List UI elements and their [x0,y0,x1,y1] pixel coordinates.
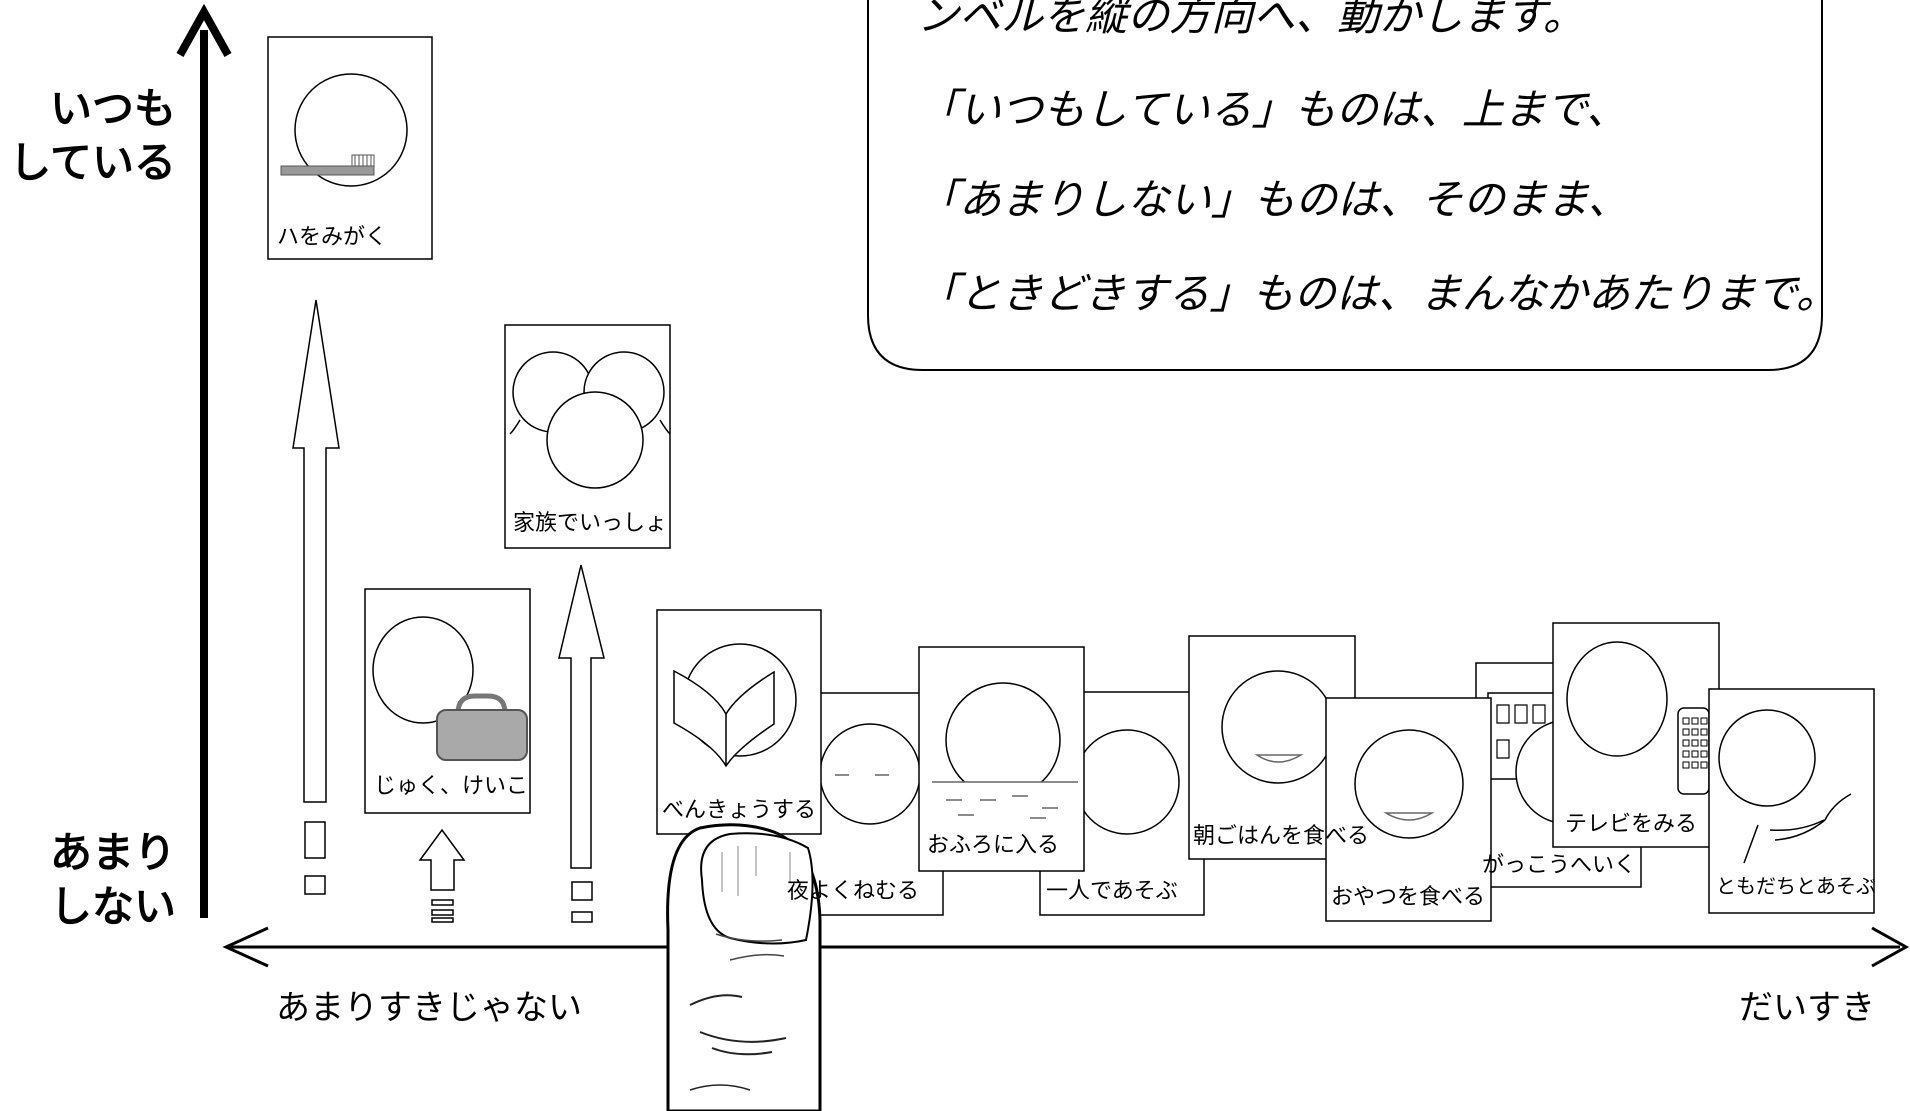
instruction-line-1: ンベルを縦の方向へ、動かします。 [917,0,1585,40]
card-friends[interactable] [1708,688,1875,914]
finger-illustration [666,823,822,1111]
instruction-box [867,0,1823,371]
x-axis-right-label: だいすき [1739,988,1875,1028]
card-label-school: がっこうへいく [1482,853,1637,878]
card-brush-teeth[interactable] [267,36,433,260]
y-axis-bottom-label-line-2: しない [49,882,176,931]
card-tv[interactable] [1552,622,1720,848]
move-arrow-short [418,828,466,923]
card-study[interactable] [656,609,822,835]
y-axis [176,3,232,918]
card-label-alone: 一人であそぶ [1046,879,1178,904]
card-family[interactable] [504,324,671,549]
y-axis-bottom-label-line-1: あまり [49,828,176,877]
y-axis-top-label: いつも している [9,82,176,190]
y-axis-bottom-label: あまり しない [50,826,176,934]
instruction-line-2: 「いつもしている」ものは、上まで、 [917,85,1629,134]
instruction-line-4: 「ときどきする」ものは、まんなかあたりまで。 [917,269,1839,318]
card-label-bath: おふろに入る [927,833,1060,858]
y-axis-top-label-line-1: いつも [49,84,176,133]
card-label-breakfast: 朝ごはんを食べる [1193,824,1370,849]
card-label-sleep: 夜よくねむる [787,879,920,904]
card-bath[interactable] [918,646,1085,872]
card-label-friends: ともだちとあそぶ [1716,874,1876,898]
card-label-snack: おやつを食べる [1331,885,1486,910]
card-label-family: 家族でいっしょ [513,511,668,536]
y-axis-top-label-line-2: している [9,138,176,187]
move-arrow-tall [292,299,340,895]
card-label-study: べんきょうする [662,798,817,823]
card-label-juku: じゅく、けいこ [374,774,529,799]
move-arrow-middle [558,564,605,923]
card-snack[interactable] [1325,697,1492,922]
card-label-brush-teeth: ハをみがく [277,225,388,250]
instruction-line-3: 「あまりしない」ものは、そのまま、 [917,175,1630,224]
x-axis-left-label: あまりすきじゃない [276,988,582,1028]
x-axis [222,926,1910,968]
card-label-tv: テレビをみる [1565,812,1698,837]
card-juku[interactable] [364,588,531,814]
